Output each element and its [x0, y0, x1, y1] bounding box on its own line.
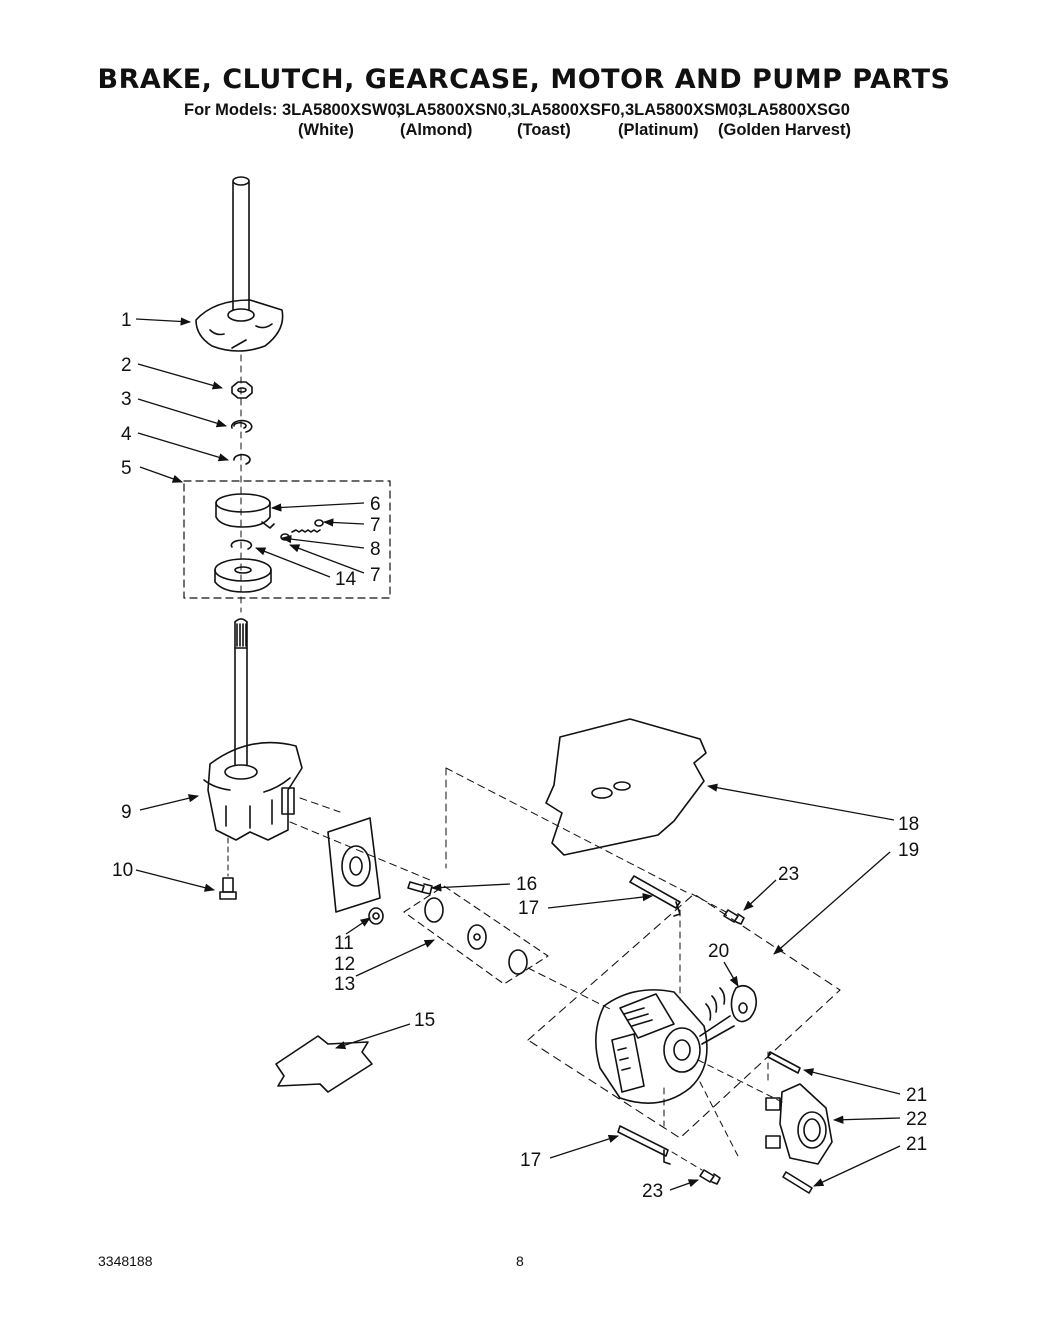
callout-5: 5 [121, 458, 132, 479]
leader-6 [270, 502, 365, 512]
part-17-lower-bracket [617, 1125, 671, 1165]
leader-3 [137, 398, 227, 428]
part-12-nut [368, 907, 384, 925]
callout-3: 3 [121, 389, 132, 410]
part-16-screw [407, 881, 433, 895]
model-color: (Toast) [517, 121, 571, 139]
leader-13 [355, 939, 435, 977]
leader-23-upper [743, 879, 777, 911]
callout-13: 13 [334, 974, 355, 995]
leader-15 [335, 1023, 411, 1050]
leader-16 [430, 883, 511, 892]
callout-17-upper: 17 [518, 898, 539, 919]
callout-21-lower: 21 [906, 1134, 927, 1155]
leader-21-lower [813, 1145, 901, 1187]
part-17-upper-bracket [629, 875, 681, 917]
leader-23-lower [669, 1179, 699, 1191]
part-15-gasket-pad [275, 1035, 373, 1093]
part-5-clutch-assembly-box [183, 480, 391, 599]
leader-1 [135, 317, 192, 326]
model-code: 3LA5800XSW0, [282, 101, 402, 119]
leader-4 [137, 432, 229, 462]
callout-7a: 7 [370, 515, 381, 536]
model-color: (Platinum) [618, 121, 699, 139]
callout-10: 10 [112, 860, 133, 881]
part-20-switch-cover [705, 984, 758, 1023]
document-number: 3348188 [98, 1253, 153, 1269]
callout-18: 18 [898, 814, 919, 835]
motor-body [595, 989, 735, 1104]
clutch-hub [214, 558, 272, 593]
leader-17-upper [547, 892, 654, 909]
part-7-8-spring [280, 519, 324, 541]
callout-16: 16 [516, 874, 537, 895]
callout-6: 6 [370, 494, 381, 515]
callout-23-lower: 23 [642, 1181, 663, 1202]
leader-18 [706, 783, 895, 821]
model-code: 3LA5800XSG0 [738, 101, 850, 119]
leader-7b [289, 544, 365, 574]
part-2-nut [231, 381, 253, 399]
leader-7a [322, 518, 365, 527]
model-code: 3LA5800XSM0, [625, 101, 743, 119]
part-18-cover-plate [545, 718, 707, 856]
leader-9 [139, 794, 200, 811]
callout-19: 19 [898, 840, 919, 861]
leader-20 [723, 961, 739, 987]
leader-8 [280, 535, 365, 549]
leader-14 [255, 547, 331, 578]
leader-10 [135, 869, 216, 892]
callout-8: 8 [370, 539, 381, 560]
callout-2: 2 [121, 355, 132, 376]
callout-7b: 7 [370, 565, 381, 586]
part-13-coupler-parts [424, 897, 528, 975]
model-color: (Golden Harvest) [718, 121, 851, 139]
model-color: (White) [298, 121, 354, 139]
leader-2 [137, 363, 223, 390]
callout-9: 9 [121, 802, 132, 823]
model-color: (Almond) [400, 121, 473, 139]
part-21-upper-pin [767, 1051, 801, 1074]
part-11-drive-flange [327, 817, 381, 913]
callout-17-lower: 17 [520, 1150, 541, 1171]
part-22-pump [765, 1083, 833, 1165]
part-14-ring [230, 539, 253, 550]
model-code: 3LA5800XSN0, [396, 101, 512, 119]
model-code: 3LA5800XSF0, [511, 101, 625, 119]
callout-15: 15 [414, 1010, 435, 1031]
part-10-bolt [219, 837, 237, 900]
leader-17-lower [549, 1134, 619, 1159]
callout-20: 20 [708, 941, 729, 962]
part-23-lower-screw [699, 1169, 721, 1185]
callout-21-upper: 21 [906, 1085, 927, 1106]
part-13-coupler-box [403, 885, 549, 985]
callout-11: 11 [334, 933, 354, 954]
part-9-gearcase [203, 741, 303, 841]
part-4-retaining-ring [233, 453, 251, 465]
part-23-upper-screw [723, 909, 745, 925]
callout-23-upper: 23 [778, 864, 799, 885]
callout-22: 22 [906, 1109, 927, 1130]
leader-19 [773, 851, 891, 955]
leader-22 [832, 1115, 901, 1124]
page-number: 8 [516, 1253, 524, 1269]
leader-11-12 [345, 917, 371, 935]
callout-14: 14 [335, 569, 357, 590]
leader-21-upper [802, 1068, 901, 1095]
leader-5 [139, 466, 183, 483]
for-models-label: For Models: [184, 101, 278, 119]
callout-4: 4 [121, 424, 132, 445]
part-6-clutch-band [215, 493, 275, 529]
callout-12: 12 [334, 954, 355, 975]
part-1-brake-housing [195, 299, 284, 352]
drive-shaft-top [232, 176, 250, 311]
callout-1: 1 [121, 310, 132, 331]
page-title: BRAKE, CLUTCH, GEARCASE, MOTOR AND PUMP … [97, 64, 951, 95]
part-19-motor-assembly-box [527, 893, 841, 1139]
part-21-lower-pin [782, 1171, 813, 1194]
spline-shaft [234, 618, 248, 766]
part-3-washer [230, 419, 253, 433]
